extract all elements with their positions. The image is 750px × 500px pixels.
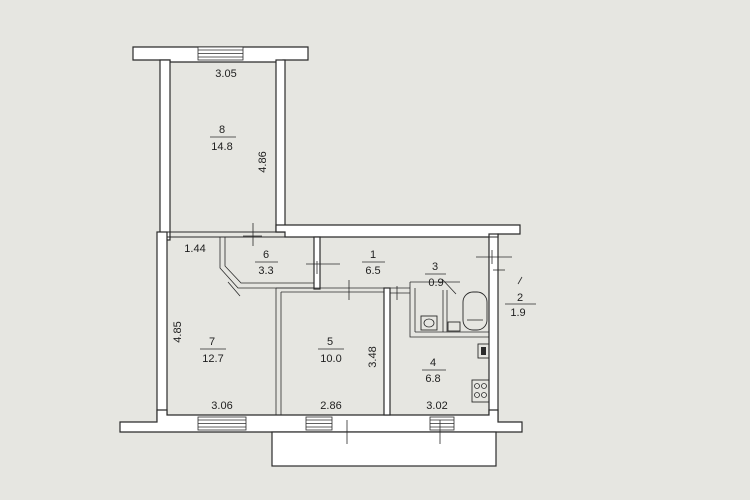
room-3-area: 0.9 (428, 277, 443, 289)
balcony (271, 431, 497, 467)
room-5-number: 5 (327, 336, 333, 348)
toilet (420, 315, 438, 331)
dim-room-8-length: 4.86 (257, 151, 269, 172)
dim-bottom-room-7: 3.06 (211, 400, 232, 412)
window-room-8 (197, 46, 244, 61)
dim-bottom-room-4: 3.02 (426, 400, 447, 412)
room-2-label: 2 1.9 (505, 292, 536, 319)
room-4-area: 6.8 (425, 373, 440, 385)
bathtub (462, 291, 488, 331)
dim-room-5-length: 3.48 (367, 346, 379, 367)
room-4-label: 4 6.8 (422, 357, 446, 385)
room-1-label: 1 6.5 (362, 249, 385, 277)
window-room-4 (429, 416, 455, 431)
room-7-number: 7 (209, 336, 215, 348)
room-8-area: 14.8 (211, 141, 232, 153)
dim-room-7-length: 4.85 (172, 321, 184, 342)
window-room-7 (197, 416, 247, 431)
room-8-number: 8 (219, 124, 225, 136)
room-5-label: 5 10.0 (318, 336, 344, 365)
room-2-area: 1.9 (510, 307, 525, 319)
sink (447, 321, 461, 332)
room-2-number: 2 (517, 292, 523, 304)
room-7-label: 7 12.7 (200, 336, 226, 365)
outer-walls (119, 46, 523, 433)
room-4-number: 4 (430, 357, 436, 369)
dim-room-7-corner: 1.44 (184, 243, 205, 255)
room-8-label: 8 14.8 (210, 124, 236, 153)
room-6-number: 6 (263, 249, 269, 261)
room-6-label: 6 3.3 (255, 249, 278, 277)
room-1-number: 1 (370, 249, 376, 261)
dim-bottom-room-5: 2.86 (320, 400, 341, 412)
room-1-area: 6.5 (365, 265, 380, 277)
room-3-label: 3 0.9 (425, 261, 446, 289)
room-6-area: 3.3 (258, 265, 273, 277)
kitchen-sink (477, 343, 490, 359)
room-5-area: 10.0 (320, 353, 341, 365)
door-marks (227, 223, 523, 444)
stove (471, 379, 490, 403)
room-7-area: 12.7 (202, 353, 223, 365)
room-3-number: 3 (432, 261, 438, 273)
window-room-5 (305, 416, 333, 431)
dim-room-8-width: 3.05 (215, 68, 236, 80)
